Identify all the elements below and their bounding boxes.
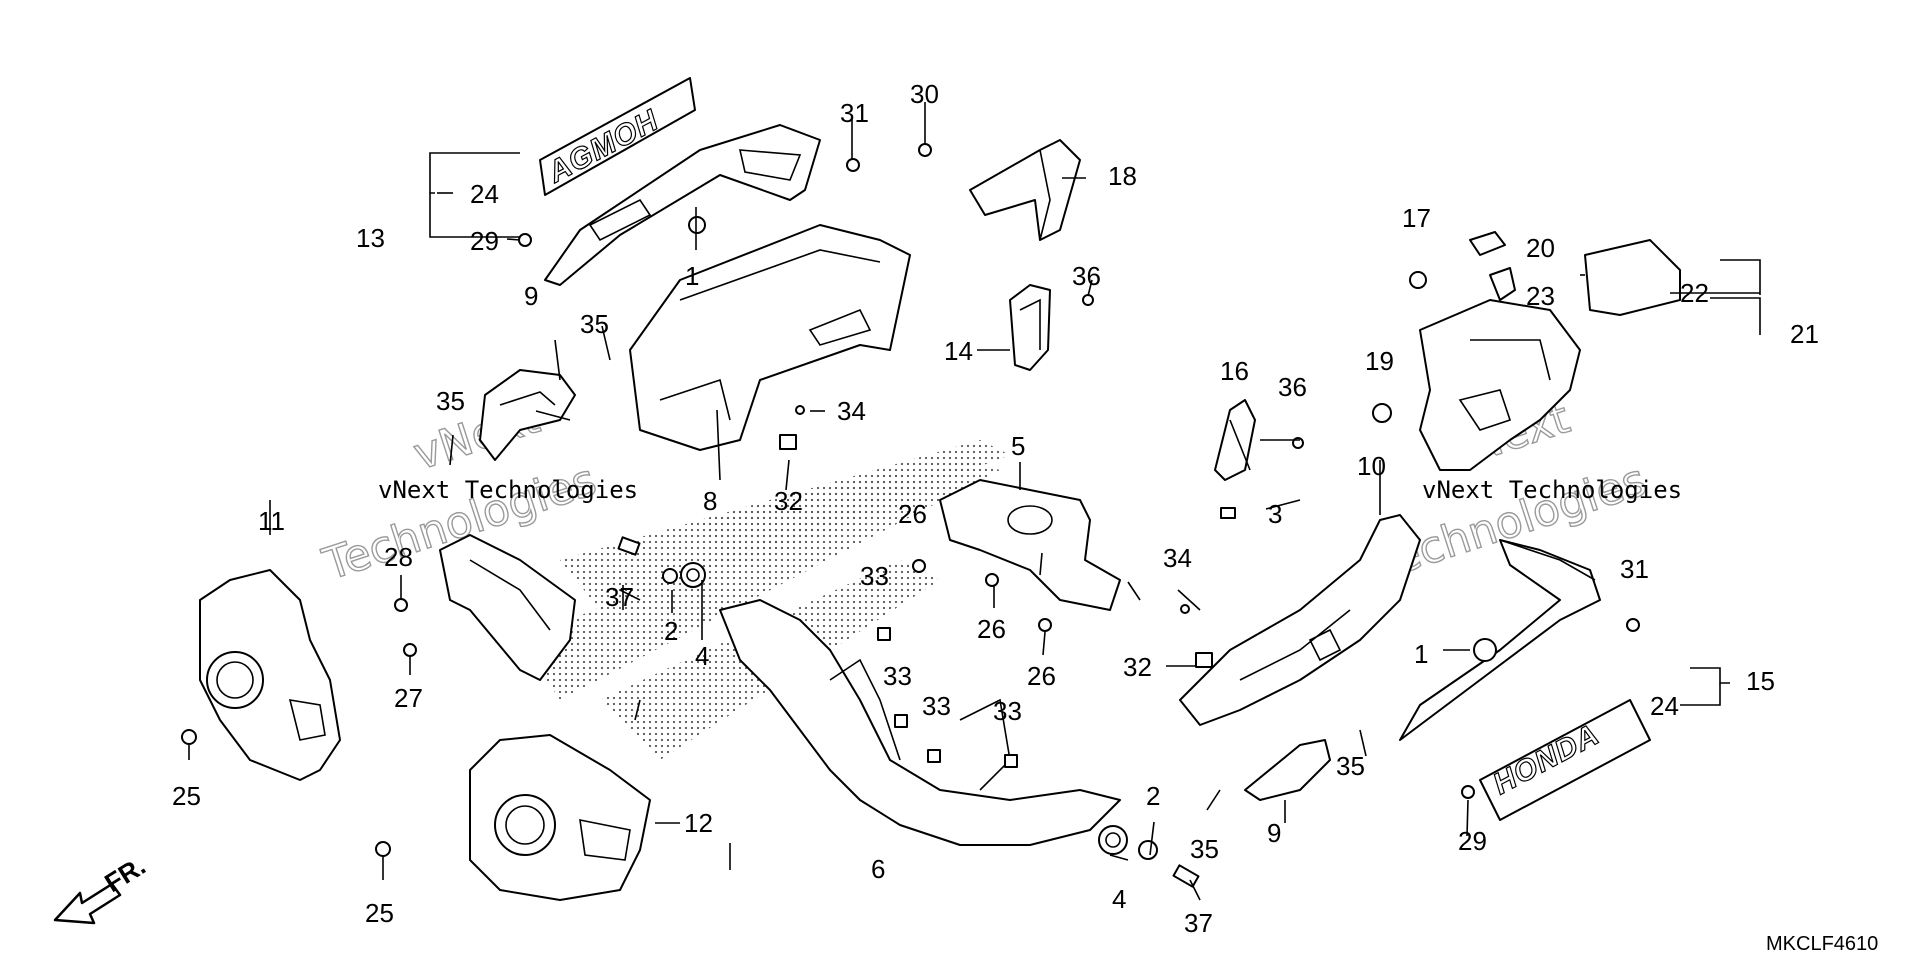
callout-37: 37 [1184, 908, 1213, 938]
callout-16: 16 [1220, 356, 1249, 386]
callout-4: 4 [695, 641, 709, 671]
callout-29: 29 [470, 226, 499, 256]
callout-12: 12 [684, 808, 713, 838]
callout-31: 31 [1620, 554, 1649, 584]
callout-21: 21 [1790, 319, 1819, 349]
part-garnish-9-right [1244, 739, 1331, 801]
callout-23: 23 [1526, 281, 1555, 311]
callout-15: 15 [1746, 666, 1775, 696]
part-garnish-9-left [479, 369, 576, 461]
part-bracket-18 [969, 139, 1081, 241]
callout-14: 14 [944, 336, 973, 366]
callout-20: 20 [1526, 233, 1555, 263]
part-bracket-16 [1214, 399, 1256, 481]
callout-33: 33 [922, 691, 951, 721]
callout-35: 35 [1190, 834, 1219, 864]
callout-26: 26 [1027, 661, 1056, 691]
callout-labels: 1 1 2 2 3 4 4 5 6 8 9 9 10 11 12 13 14 1… [172, 79, 1819, 938]
part-lid-22 [1584, 239, 1681, 316]
callout-2: 2 [1146, 781, 1160, 811]
part-center-cover-6 [719, 599, 1121, 846]
callout-9: 9 [1267, 818, 1281, 848]
part-upper-front-cover [544, 124, 821, 286]
emblem-left-text: AGMOH [542, 104, 665, 190]
callout-25: 25 [172, 781, 201, 811]
callout-3: 3 [1268, 499, 1282, 529]
callout-29: 29 [1458, 826, 1487, 856]
callout-28: 28 [384, 542, 413, 572]
watermark-left-mono: vNext Technologies [378, 476, 638, 504]
callout-6: 6 [871, 854, 885, 884]
part-clip-14 [1009, 284, 1051, 371]
part-right-inner-panel-10 [1179, 514, 1421, 726]
callout-5: 5 [1011, 431, 1025, 461]
callout-35: 35 [436, 386, 465, 416]
part-side-cover-21 [1419, 299, 1581, 471]
callout-33: 33 [860, 561, 889, 591]
callout-11: 11 [258, 506, 285, 536]
callout-8: 8 [703, 486, 717, 516]
callout-33: 33 [883, 661, 912, 691]
callout-32: 32 [774, 486, 803, 516]
callout-32: 32 [1123, 652, 1152, 682]
callout-18: 18 [1108, 161, 1137, 191]
callout-35: 35 [580, 309, 609, 339]
callout-10: 10 [1357, 451, 1386, 481]
callout-13: 13 [356, 223, 385, 253]
callout-24: 24 [470, 179, 499, 209]
callout-2: 2 [664, 616, 678, 646]
front-indicator: FR. [53, 850, 151, 925]
leader-lines [188, 102, 1761, 901]
catalog-code: MKCLF4610 [1766, 933, 1878, 955]
callout-22: 22 [1680, 278, 1709, 308]
part-side-panel-left [439, 534, 576, 681]
part-headlight-cover-11 [199, 569, 341, 781]
part-lower-cover-12 [469, 734, 651, 901]
callout-34: 34 [1163, 543, 1192, 573]
callout-36: 36 [1278, 372, 1307, 402]
callout-26: 26 [977, 614, 1006, 644]
callout-30: 30 [910, 79, 939, 109]
callout-31: 31 [840, 98, 869, 128]
callout-25: 25 [365, 898, 394, 928]
callout-35: 35 [1336, 751, 1365, 781]
part-inner-panel [629, 224, 911, 451]
callout-4: 4 [1112, 884, 1126, 914]
fasteners [181, 143, 1640, 888]
front-arrow-icon [53, 882, 122, 925]
callout-1: 1 [685, 261, 699, 291]
callout-36: 36 [1072, 261, 1101, 291]
callout-27: 27 [394, 683, 423, 713]
callout-19: 19 [1365, 346, 1394, 376]
part-upper-bracket-5 [939, 479, 1121, 611]
callout-37: 37 [605, 582, 634, 612]
emblem-right: HONDA [1479, 699, 1651, 821]
callout-17: 17 [1402, 203, 1431, 233]
callout-1: 1 [1414, 639, 1428, 669]
callout-33: 33 [993, 696, 1022, 726]
callout-26: 26 [898, 499, 927, 529]
callout-24: 24 [1650, 691, 1679, 721]
callout-9: 9 [524, 281, 538, 311]
part-small-grommets [1372, 231, 1516, 423]
watermark-right-mono: vNext Technologies [1422, 476, 1682, 504]
callout-34: 34 [837, 396, 866, 426]
